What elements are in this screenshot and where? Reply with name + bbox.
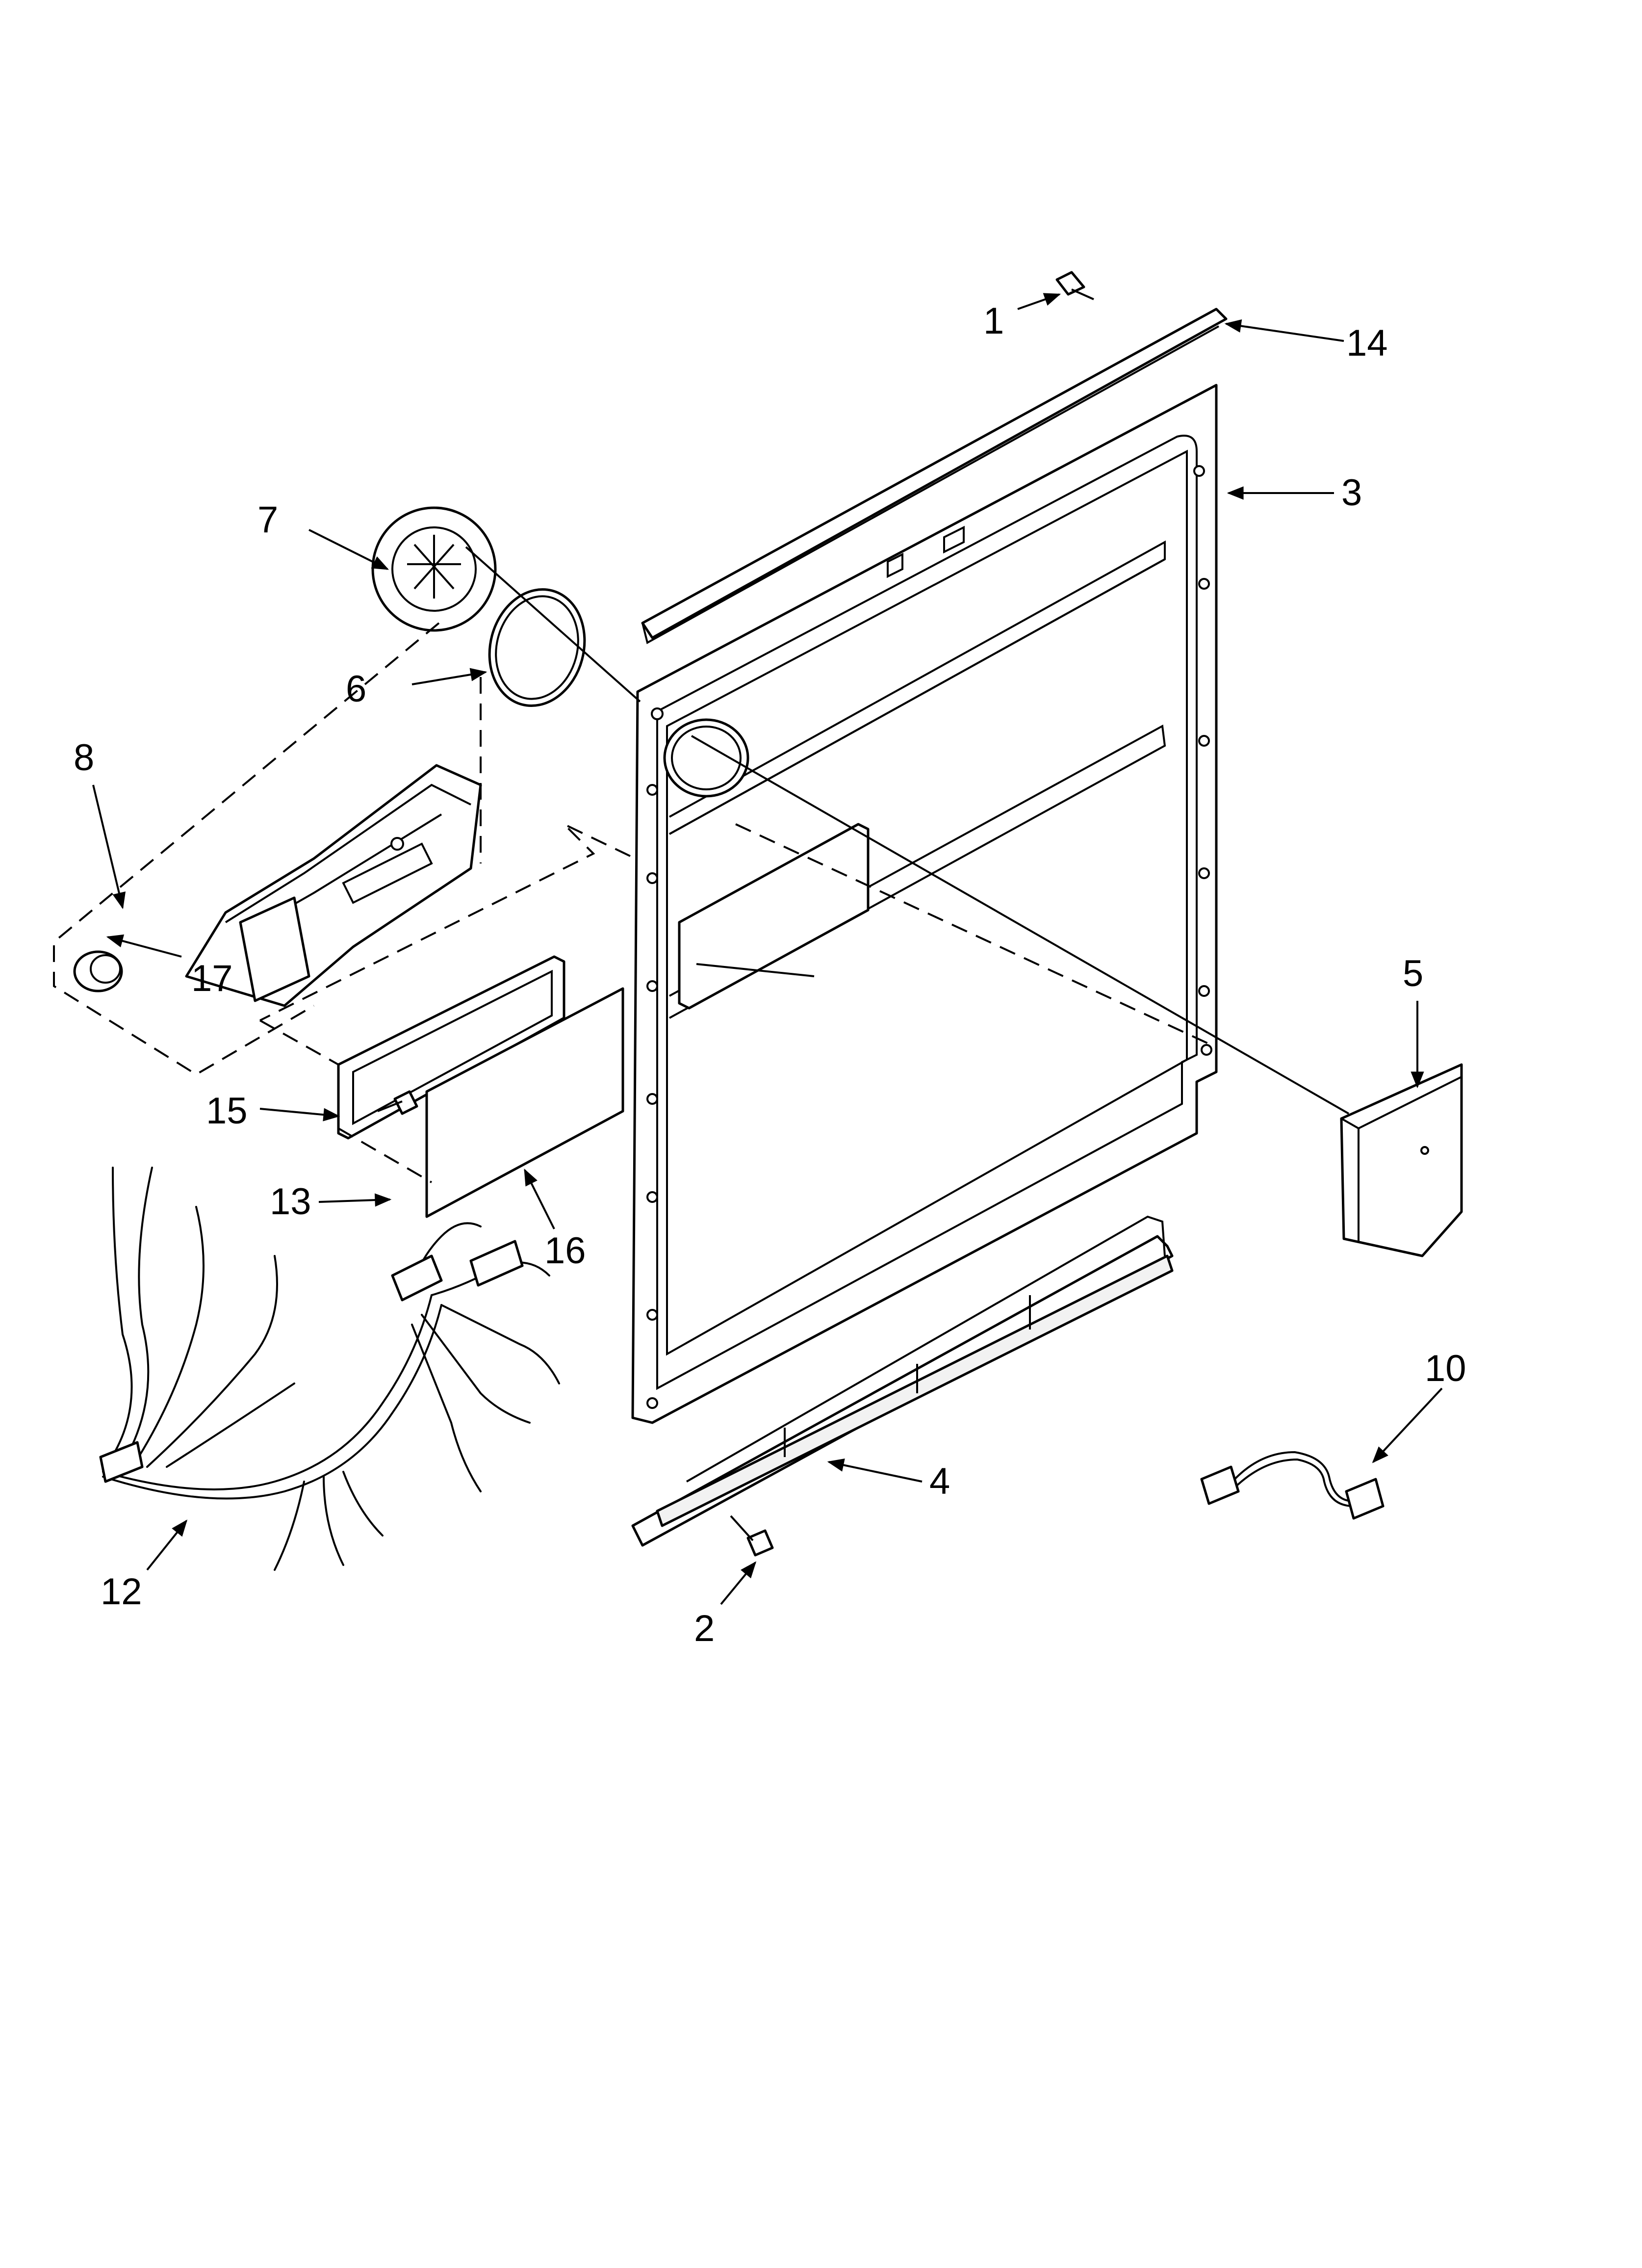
inner-door-panel: [631, 384, 1218, 1424]
callout-17: 17: [191, 958, 233, 999]
screw-2: [730, 1515, 774, 1557]
gasket-plate: [337, 955, 565, 1140]
vent-grille: [371, 506, 497, 632]
callout-13: 13: [270, 1181, 311, 1223]
callout-12: 12: [101, 1571, 142, 1613]
callout-3: 3: [1341, 472, 1362, 514]
callout-2: 2: [694, 1608, 715, 1649]
screw-13: [377, 1090, 418, 1115]
vent-knob: [73, 950, 123, 992]
callout-15: 15: [206, 1090, 248, 1132]
callout-1: 1: [983, 300, 1004, 342]
assembly-lines: [53, 546, 1349, 1183]
callout-16: 16: [544, 1230, 586, 1272]
screw-1: [1055, 271, 1094, 300]
bottom-trim: [631, 1215, 1174, 1547]
wire-connector-10: [1200, 1451, 1385, 1520]
wire-harness: [99, 1167, 560, 1571]
callout-6: 6: [346, 668, 366, 710]
callout-10: 10: [1425, 1348, 1466, 1389]
callout-4: 4: [929, 1460, 950, 1502]
callout-14: 14: [1346, 322, 1388, 364]
end-cap: [1340, 1063, 1463, 1257]
callout-8: 8: [74, 737, 94, 779]
callout-7: 7: [257, 499, 278, 541]
vent-gasket: [488, 588, 586, 707]
top-trim-strip: [641, 308, 1228, 645]
cover-plate: [425, 987, 624, 1218]
callout-labels: 1 14 3 7 6 8 17 5 15 13 16 10 4 12 2: [74, 300, 1466, 1649]
callout-5: 5: [1403, 953, 1423, 994]
leader-arrows: [92, 293, 1443, 1605]
